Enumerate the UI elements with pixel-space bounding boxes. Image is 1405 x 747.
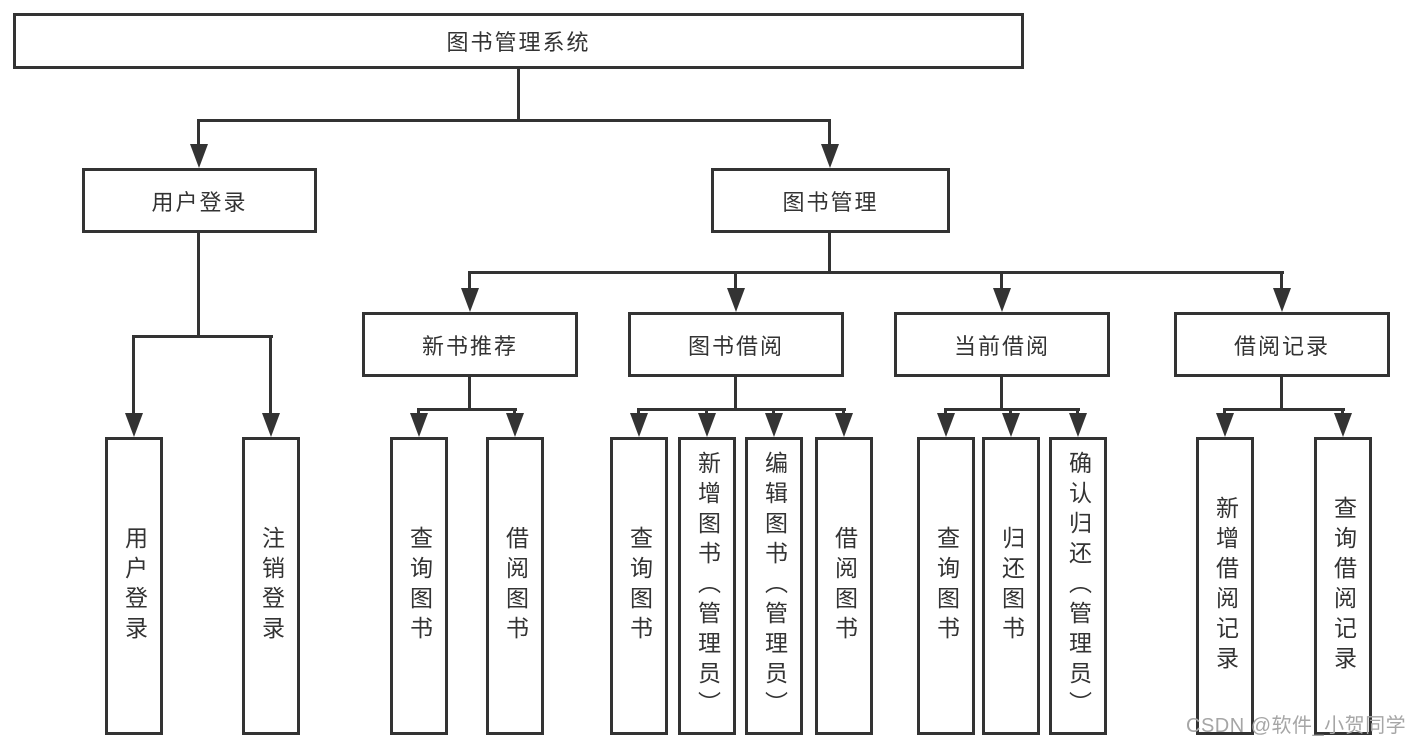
node-borrow-records: 借阅记录 (1174, 312, 1390, 377)
connector-arrowhead (461, 288, 479, 312)
connector-arrowhead (190, 144, 208, 168)
leaf-user-login: 用户登录 (105, 437, 163, 735)
connector-line (637, 408, 846, 411)
connector-arrowhead (1334, 413, 1352, 437)
connector-arrowhead (993, 288, 1011, 312)
node-label: 用户登录 (151, 189, 248, 215)
node-label: 新书推荐 (421, 333, 518, 359)
connector-line (417, 408, 420, 416)
connector-line (132, 335, 273, 338)
connector-line (1341, 408, 1344, 416)
connector-line (705, 408, 708, 416)
connector-line (1280, 271, 1283, 290)
leaf-label: 用户登录 (121, 526, 148, 646)
connector-arrowhead (698, 413, 716, 437)
connector-line (828, 119, 831, 146)
connector-line (1076, 408, 1079, 416)
connector-line (1280, 377, 1283, 411)
leaf-edit-books-admin: 编辑图书（管理员） (745, 437, 803, 735)
leaf-label: 查询图书 (406, 526, 433, 646)
connector-arrowhead (1273, 288, 1291, 312)
leaf-label: 查询图书 (933, 526, 960, 646)
connector-arrowhead (506, 413, 524, 437)
leaf-label: 归还图书 (998, 526, 1025, 646)
connector-line (197, 232, 200, 338)
connector-line (517, 69, 520, 121)
connector-arrowhead (937, 413, 955, 437)
connector-line (132, 335, 135, 415)
node-current-borrow: 当前借阅 (894, 312, 1110, 377)
connector-line (197, 119, 831, 122)
node-label: 当前借阅 (953, 333, 1050, 359)
connector-arrowhead (410, 413, 428, 437)
connector-arrowhead (125, 413, 143, 437)
connector-line (842, 408, 845, 416)
connector-line (1223, 408, 1345, 411)
connector-arrowhead (727, 288, 745, 312)
node-label: 图书管理 (782, 189, 879, 215)
node-label: 图书管理系统 (446, 30, 591, 55)
connector-line (468, 377, 471, 411)
connector-line (1000, 271, 1003, 290)
connector-line (197, 119, 200, 146)
connector-line (944, 408, 947, 416)
leaf-borrow-books: 借阅图书 (486, 437, 544, 735)
node-label: 借阅记录 (1233, 333, 1330, 359)
leaf-query-borrow-record: 查询借阅记录 (1314, 437, 1372, 735)
connector-line (828, 233, 831, 274)
leaf-label: 编辑图书（管理员） (761, 451, 788, 721)
leaf-return-books: 归还图书 (982, 437, 1040, 735)
leaf-query-books: 查询图书 (390, 437, 448, 735)
connector-line (734, 377, 737, 411)
node-new-book-recommend: 新书推荐 (362, 312, 578, 377)
connector-line (468, 271, 471, 290)
node-book-borrow: 图书借阅 (628, 312, 844, 377)
leaf-confirm-return-admin: 确认归还（管理员） (1049, 437, 1107, 735)
connector-line (1009, 408, 1012, 416)
leaf-label: 新增借阅记录 (1212, 496, 1239, 676)
leaf-query-books: 查询图书 (610, 437, 668, 735)
leaf-query-books: 查询图书 (917, 437, 975, 735)
connector-line (1223, 408, 1226, 416)
leaf-label: 注销登录 (258, 526, 285, 646)
leaf-label: 借阅图书 (502, 526, 529, 646)
connector-arrowhead (765, 413, 783, 437)
leaf-label: 新增图书（管理员） (694, 451, 721, 721)
connector-line (513, 408, 516, 416)
connector-arrowhead (262, 413, 280, 437)
leaf-label: 查询图书 (626, 526, 653, 646)
csdn-watermark: CSDN @软件_小贺同学 (1186, 715, 1405, 737)
node-book-management: 图书管理 (711, 168, 950, 233)
connector-line (637, 408, 640, 416)
leaf-label: 查询借阅记录 (1330, 496, 1357, 676)
connector-line (269, 335, 272, 415)
connector-arrowhead (1002, 413, 1020, 437)
leaf-add-books-admin: 新增图书（管理员） (678, 437, 736, 735)
connector-line (417, 408, 517, 411)
leaf-logout: 注销登录 (242, 437, 300, 735)
leaf-label: 确认归还（管理员） (1065, 451, 1092, 721)
connector-arrowhead (835, 413, 853, 437)
connector-arrowhead (1069, 413, 1087, 437)
connector-arrowhead (1216, 413, 1234, 437)
connector-arrowhead (630, 413, 648, 437)
leaf-borrow-books: 借阅图书 (815, 437, 873, 735)
leaf-label: 借阅图书 (831, 526, 858, 646)
node-label: 图书借阅 (687, 333, 784, 359)
connector-line (1000, 377, 1003, 411)
connector-line (944, 408, 1080, 411)
leaf-add-borrow-record: 新增借阅记录 (1196, 437, 1254, 735)
connector-line (734, 271, 737, 290)
connector-line (772, 408, 775, 416)
connector-line (468, 271, 1284, 274)
node-user-login: 用户登录 (82, 168, 317, 233)
connector-arrowhead (821, 144, 839, 168)
node-library-management-system: 图书管理系统 (13, 13, 1024, 69)
